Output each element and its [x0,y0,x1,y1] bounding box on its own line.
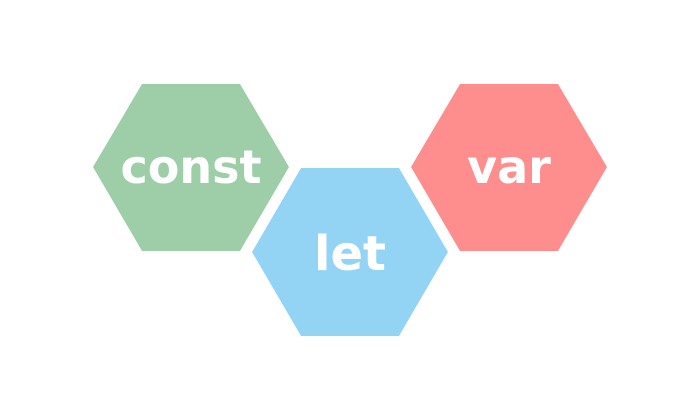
hexagon-let-shape [252,168,448,336]
hexagon-let-label: let [314,226,386,282]
hexagon-const: const [93,84,289,251]
hexagon-let: let [252,168,448,336]
hexagon-const-label: const [121,140,262,194]
hexagon-var-shape [411,84,607,251]
hexagon-var: var [411,84,607,251]
hexagon-var-label: var [467,140,551,194]
hexagon-const-shape [93,84,289,251]
